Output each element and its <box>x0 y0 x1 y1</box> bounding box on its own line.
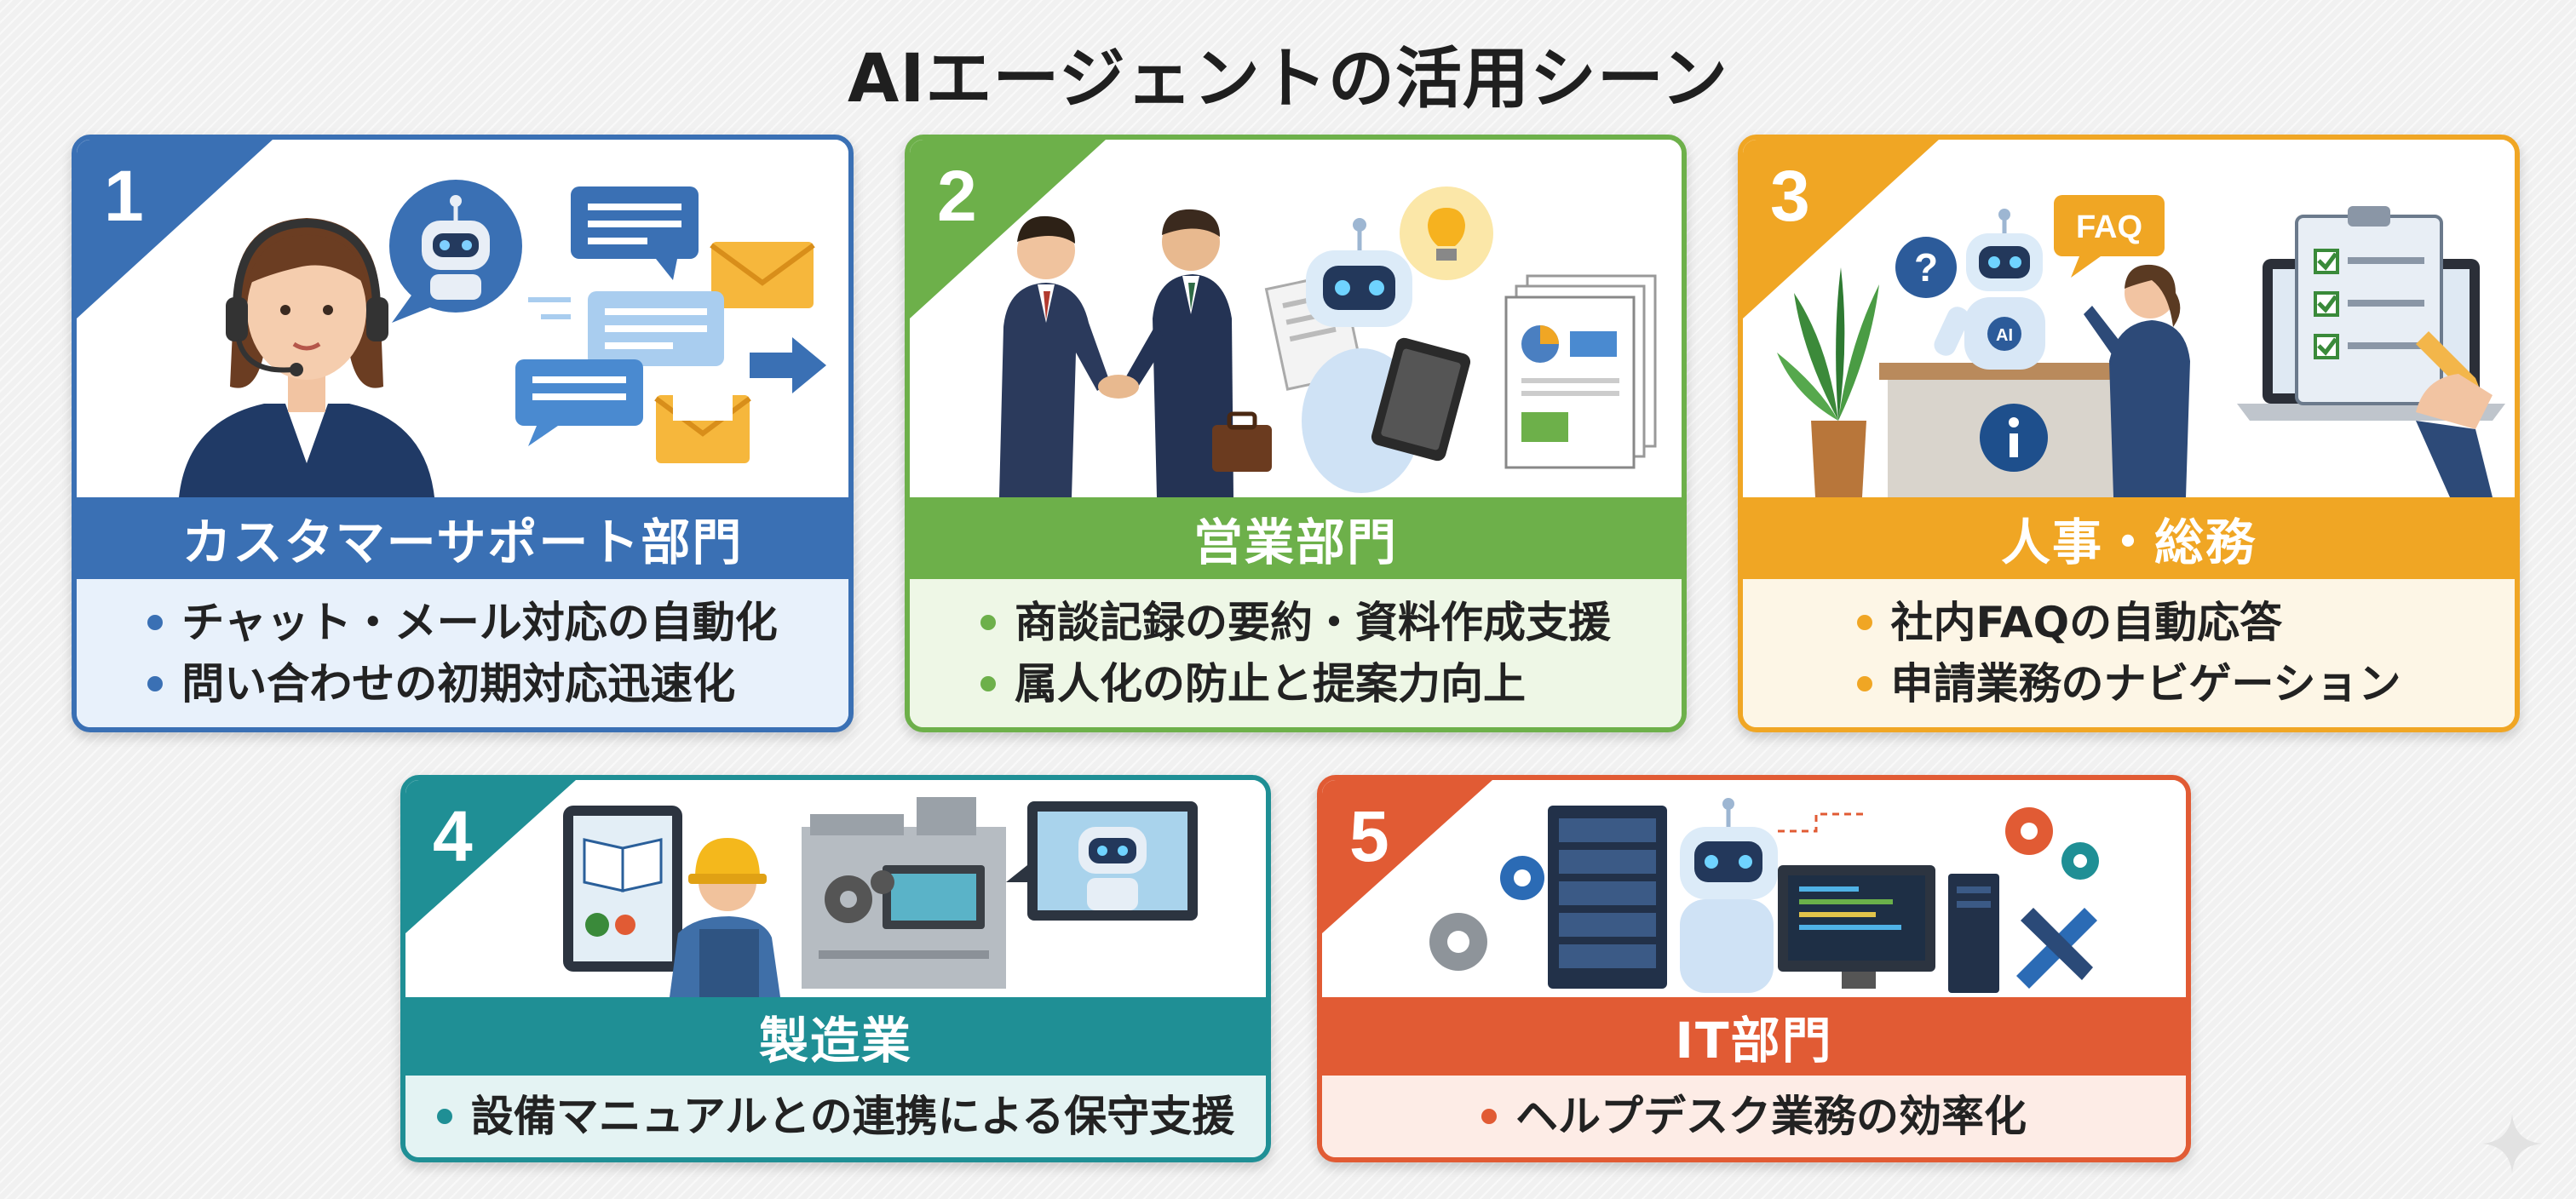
bullet-icon <box>980 676 996 691</box>
sparkle-icon <box>2482 1114 2542 1173</box>
page-title: AIエージェントの活用シーン <box>848 41 1728 118</box>
bullet-icon <box>1856 676 1872 691</box>
chat-and-mail-icons <box>515 186 826 463</box>
operator-illustration <box>179 218 434 497</box>
list-item: 属人化の防止と提案力向上 <box>980 653 1611 714</box>
bullet-icon <box>436 1109 452 1124</box>
gear-icon <box>1429 856 1544 971</box>
card-it: 5 IT部門 ヘルプデスク業務の効率化 <box>1317 775 2191 1162</box>
robot-monitor-icon <box>1006 801 1198 921</box>
server-rack-icon <box>1548 806 1667 989</box>
card-customer-support: 1 カスタマーサポート部門 チャット・メール対応の自動化 問い合わせの初期対応迅… <box>72 135 854 732</box>
faq-bubble-icon: FAQ <box>2054 195 2165 278</box>
plant-icon <box>1777 267 1879 497</box>
wrench-and-gears-icon <box>2005 807 2099 989</box>
illustration-sales: 2 <box>910 140 1682 497</box>
list-item: チャット・メール対応の自動化 <box>147 592 778 653</box>
description-box: 社内FAQの自動応答 申請業務のナビゲーション <box>1743 579 2515 727</box>
card-number: 1 <box>104 156 144 236</box>
card-number: 5 <box>1349 796 1389 876</box>
illustration-customer-support: 1 <box>77 140 848 497</box>
faq-label: FAQ <box>2076 209 2142 245</box>
department-label: 製造業 <box>405 997 1266 1076</box>
bullet-icon <box>147 676 164 691</box>
list-item: 商談記録の要約・資料作成支援 <box>980 592 1611 653</box>
list-item: 申請業務のナビゲーション <box>1856 653 2401 714</box>
worker-with-helmet <box>670 838 780 997</box>
list-item: 問い合わせの初期対応迅速化 <box>147 653 778 714</box>
computer-monitor-icon <box>1778 865 1999 993</box>
card-hr-general-affairs: AI ? FAQ <box>1738 135 2520 732</box>
robot-bubble <box>389 180 522 323</box>
description-box: 設備マニュアルとの連携による保守支援 <box>405 1076 1266 1157</box>
list-item: 設備マニュアルとの連携による保守支援 <box>436 1086 1234 1147</box>
card-sales: 2 営業部門 商談記録の要約・資料作成支援 属人化の防止と提案力向上 <box>905 135 1687 732</box>
department-label: IT部門 <box>1322 997 2186 1076</box>
handshake-illustration <box>999 209 1272 497</box>
question-bubble-icon: ? <box>1895 237 1957 298</box>
description-box: 商談記録の要約・資料作成支援 属人化の防止と提案力向上 <box>910 579 1682 727</box>
employee-woman <box>2084 264 2190 497</box>
illustration-hr: AI ? FAQ <box>1743 140 2515 497</box>
description-box: ヘルプデスク業務の効率化 <box>1322 1076 2186 1157</box>
documents-icon <box>1504 274 1657 469</box>
lightbulb-icon <box>1400 186 1493 280</box>
factory-machine <box>802 797 1006 989</box>
card-number: 4 <box>433 796 473 876</box>
department-label: 営業部門 <box>910 497 1682 579</box>
card-number: 2 <box>937 156 977 236</box>
card-number: 3 <box>1770 156 1810 236</box>
bullet-icon <box>980 615 996 630</box>
illustration-manufacturing: 4 <box>405 780 1266 997</box>
department-label: 人事・総務 <box>1743 497 2515 579</box>
ai-chest-label: AI <box>1996 326 2013 345</box>
list-item: ヘルプデスク業務の効率化 <box>1481 1086 2027 1147</box>
card-manufacturing: 4 製造業 設備マニュアルとの連携による保守支援 <box>400 775 1271 1162</box>
description-box: チャット・メール対応の自動化 問い合わせの初期対応迅速化 <box>77 579 848 727</box>
bullet-icon <box>1856 615 1872 630</box>
robot-receptionist: AI <box>1934 209 2045 370</box>
robot-engineer <box>1680 798 1867 993</box>
department-label: カスタマーサポート部門 <box>77 497 848 579</box>
bullet-icon <box>147 615 164 630</box>
tablet-manual-icon <box>563 806 682 972</box>
svg-text:?: ? <box>1914 245 1938 290</box>
illustration-it: 5 <box>1322 780 2186 997</box>
list-item: 社内FAQの自動応答 <box>1856 592 2401 653</box>
robot-with-tablet <box>1264 218 1471 493</box>
bullet-icon <box>1481 1109 1497 1124</box>
laptop-checklist-icon <box>2237 206 2505 497</box>
